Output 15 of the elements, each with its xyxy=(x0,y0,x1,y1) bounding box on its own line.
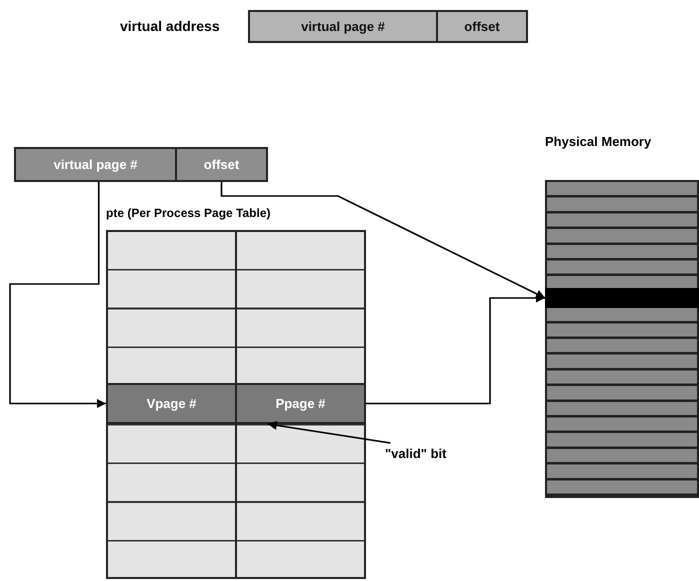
arrow xyxy=(9,182,106,408)
field-label: virtual address xyxy=(120,18,220,34)
callout-text: "valid" bit xyxy=(385,446,475,466)
memory-title: Physical Memory xyxy=(545,134,652,149)
arrow xyxy=(220,182,546,299)
address-field: virtual page # xyxy=(14,147,177,182)
arrow xyxy=(366,294,545,404)
address-field: offset xyxy=(436,10,528,43)
address-field: virtual page # xyxy=(248,10,438,43)
table-entry: Vpage # xyxy=(106,383,237,424)
leader-arrow xyxy=(268,420,391,444)
memory-frame xyxy=(545,288,699,308)
table-title: pte (Per Process Page Table) xyxy=(106,206,271,220)
address-field: offset xyxy=(175,147,268,182)
table-entry: Ppage # xyxy=(235,383,366,424)
